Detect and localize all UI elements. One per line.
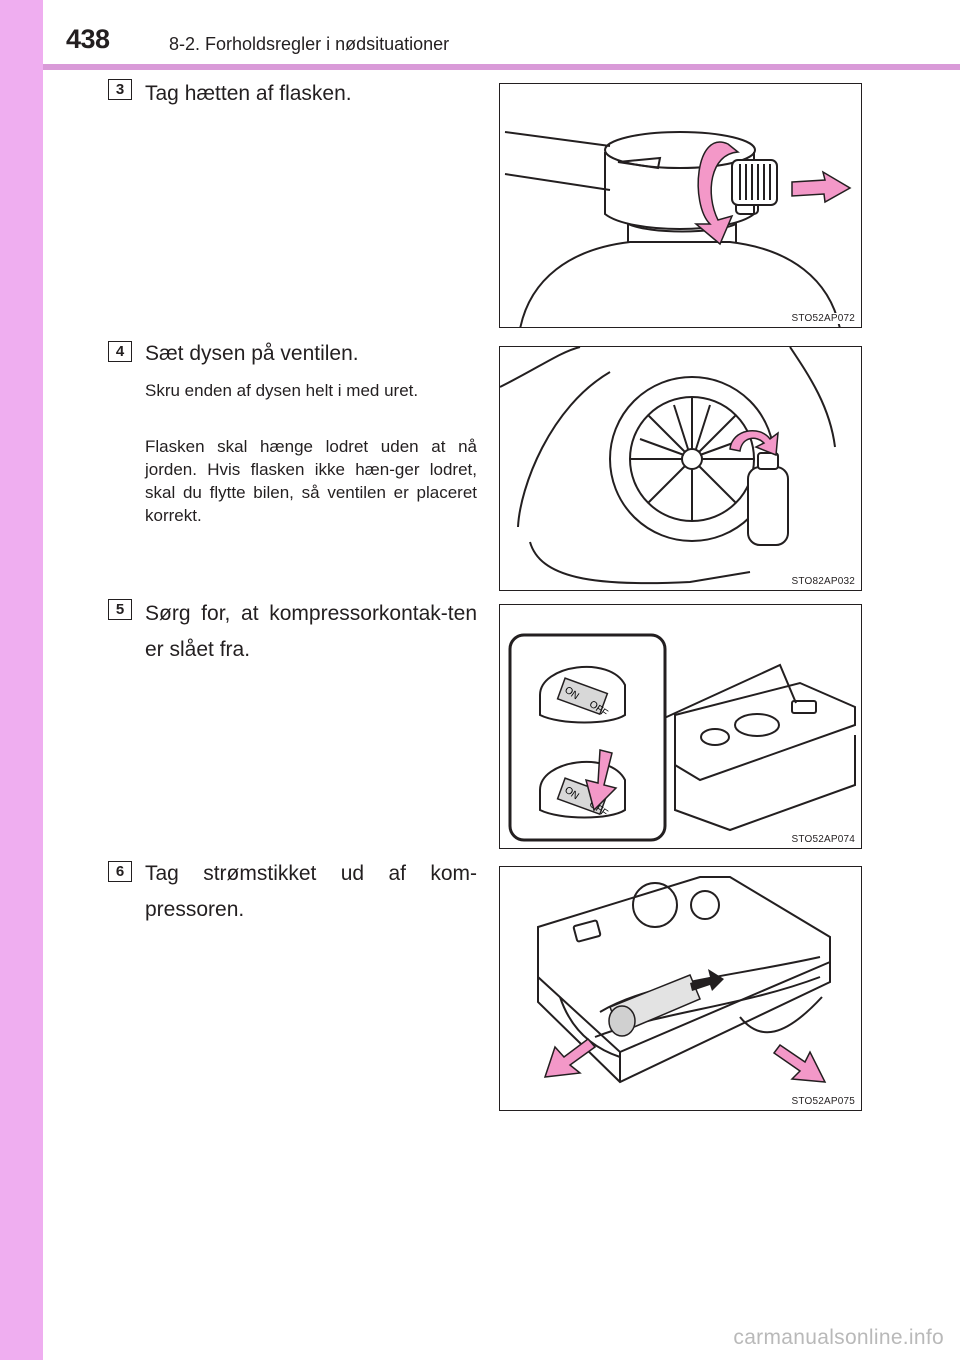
figure-code: STO52AP074	[790, 834, 856, 845]
step-heading: Sørg for, at kompressorkontak-ten er slå…	[145, 602, 477, 661]
header-rule	[43, 64, 960, 70]
figure-code: STO82AP032	[790, 576, 856, 587]
bottle-cap-illustration	[504, 131, 852, 327]
step-heading: Tag strømstikket ud af kom-pressoren.	[145, 862, 477, 921]
wheel-illustration	[500, 347, 836, 585]
compressor-plug-illustration	[537, 876, 831, 1084]
side-color-band	[0, 0, 43, 1360]
pull-right-arrow-icon	[772, 1043, 827, 1083]
figure-switch-off: ON OFF ON OFF STO52AP074	[499, 604, 862, 849]
step-number-badge: 3	[108, 79, 132, 100]
pull-arrow-icon	[791, 170, 852, 204]
step-number-badge: 5	[108, 599, 132, 620]
figure-nozzle-on-valve: STO82AP032	[499, 346, 862, 591]
watermark: carmanualsonline.info	[733, 1326, 944, 1349]
step-heading: Tag hætten af flasken.	[145, 82, 352, 105]
step-number-badge: 4	[108, 341, 132, 362]
step-note: Flasken skal hænge lodret uden at nå jor…	[145, 437, 477, 525]
rotate-arrow-icon	[729, 430, 779, 457]
step-number-badge: 6	[108, 861, 132, 882]
figure-code: STO52AP072	[790, 313, 856, 324]
step-heading: Sæt dysen på ventilen.	[145, 342, 359, 365]
unplug-arrow-icon	[690, 969, 724, 991]
compressor-switch-illustration: ON OFF ON OFF	[508, 633, 856, 842]
pull-left-arrow-icon	[543, 1037, 597, 1078]
figure-code: STO52AP075	[790, 1096, 856, 1107]
figure-unplug-compressor: STO52AP075	[499, 866, 862, 1111]
page-number: 438	[66, 24, 110, 54]
press-down-arrow-icon	[584, 749, 618, 812]
rotate-arrow-icon	[693, 141, 740, 246]
step-note: Skru enden af dysen helt i med uret.	[145, 381, 419, 400]
section-title: 8-2. Forholdsregler i nødsituationer	[169, 34, 450, 54]
figure-remove-cap: STO52AP072	[499, 83, 862, 328]
